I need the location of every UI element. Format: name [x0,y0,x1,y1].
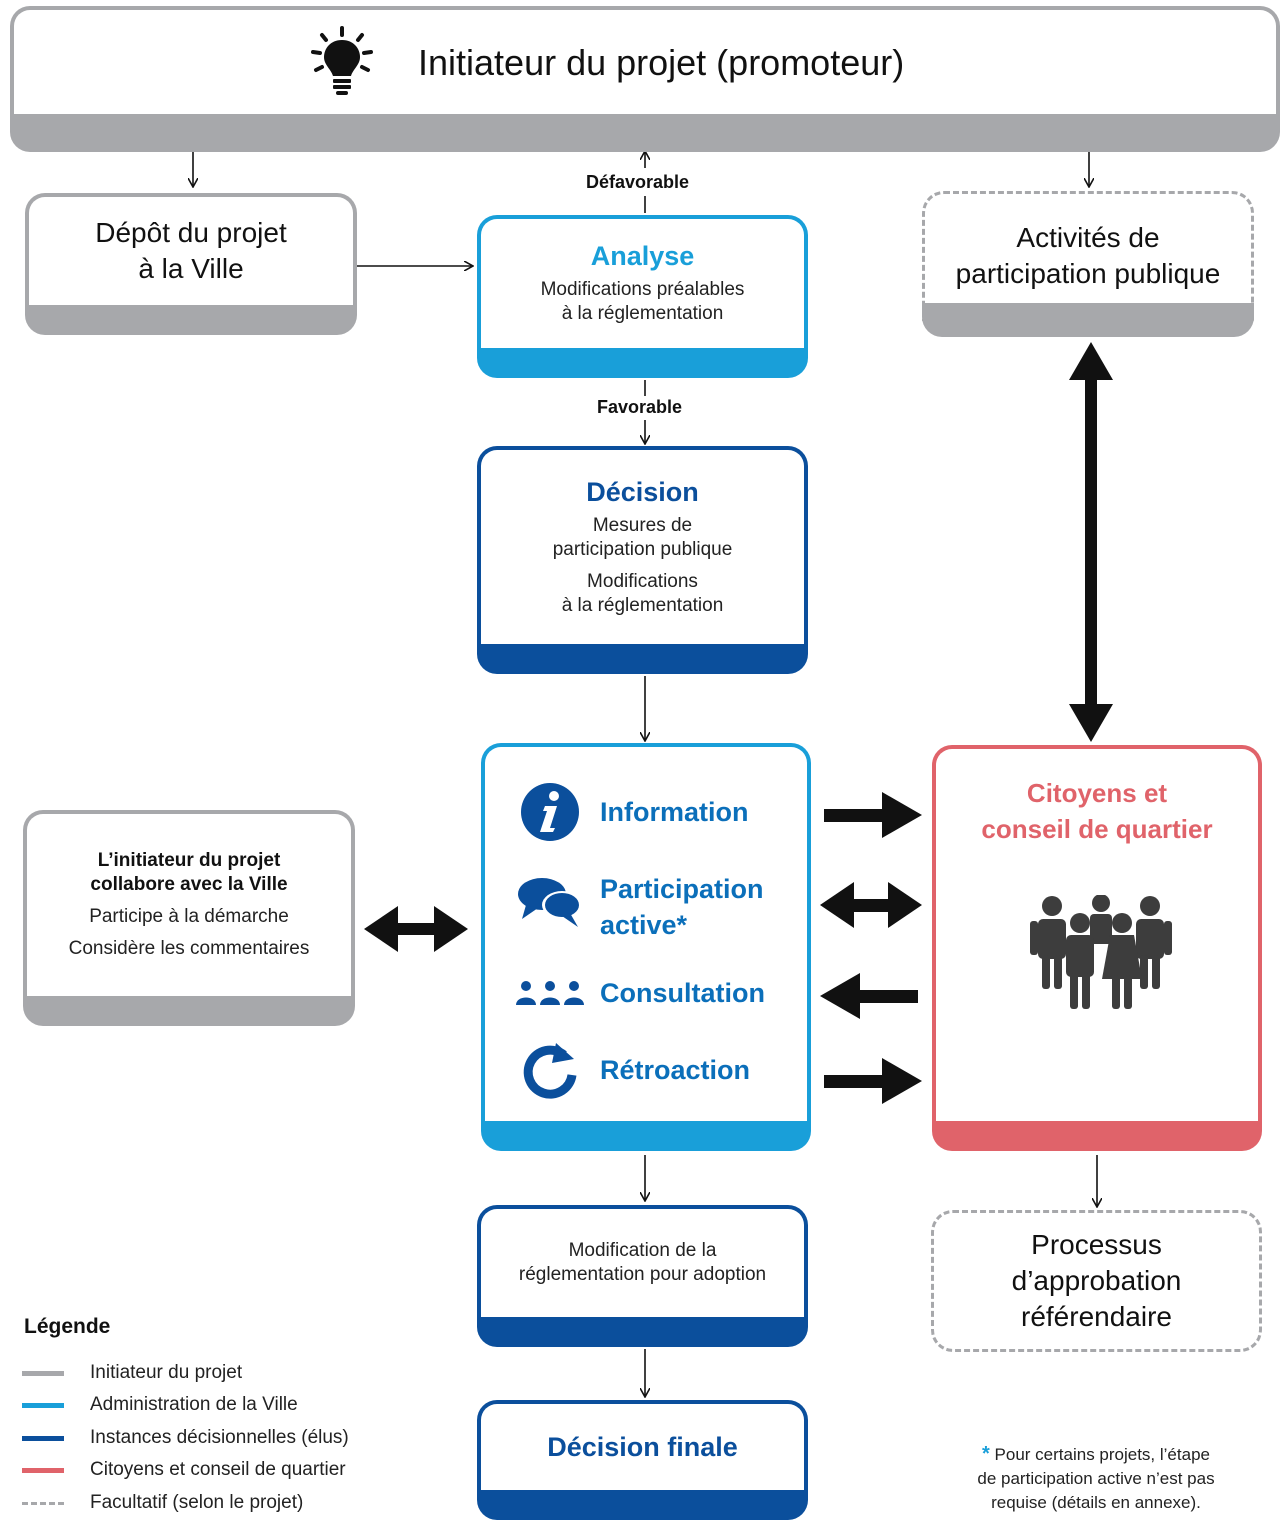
double-arrow-collabore-participation [364,906,468,952]
decision-finale-title: Décision finale [547,1431,738,1462]
arrow-retroaction-to-citoyens [824,1058,922,1104]
legend-item-citoyens: Citoyens et conseil de quartier [22,1459,346,1481]
citizens-group-icon [1028,894,1174,1016]
label-defavorable: Défavorable [586,172,690,192]
lightbulb-icon [310,26,374,98]
footnote-line3: requise (détails en annexe). [991,1493,1201,1512]
footnote-line2: de participation active n’est pas [977,1469,1215,1488]
box-modification: Modification de la réglementation pour a… [477,1205,808,1347]
box-collabore: L’initiateur du projet collabore avec la… [23,810,355,1026]
modification-line1: Modification de la [568,1240,717,1261]
info-icon [515,781,585,843]
refresh-arrow-icon [515,1039,585,1101]
footnote-line1: Pour certains projets, l’étape [994,1445,1210,1464]
item-consultation-label: Consultation [600,978,765,1008]
legend-item-administration: Administration de la Ville [22,1394,298,1416]
item-retroaction-label: Rétroaction [600,1055,751,1085]
collabore-bold2: collabore avec la Ville [90,874,288,895]
item-information: Information [515,781,749,843]
processus-line2: d’approbation [1011,1265,1182,1296]
box-decision-finale: Décision finale [477,1400,808,1520]
decision-line3: Modifications [587,570,698,592]
processus-line3: référendaire [1021,1301,1172,1332]
citoyens-line2: conseil de quartier [981,814,1213,844]
header-initiateur: Initiateur du projet (promoteur) [10,6,1280,152]
legend-swatch [22,1435,64,1441]
analyse-line2: à la réglementation [561,303,724,324]
item-information-label: Information [600,797,749,827]
legend-label: Administration de la Ville [90,1394,298,1415]
legend-swatch [22,1501,64,1505]
legend-label: Initiateur du projet [90,1362,243,1383]
legend-label: Facultatif (selon le projet) [90,1492,304,1513]
modification-line2: réglementation pour adoption [518,1264,767,1285]
decision-line4: à la réglementation [561,594,724,616]
activites-line1: Activités de [1016,222,1160,253]
legend-title: Légende [24,1315,111,1338]
analyse-line1: Modifications préalables [540,279,745,300]
legend-swatch [22,1370,64,1376]
double-arrow-participation-active [820,882,922,928]
arrow-citoyens-to-consultation [820,973,918,1019]
legend-swatch [22,1402,64,1408]
box-decision: Décision Mesures de participation publiq… [477,446,808,674]
item-participation-label: Participation [600,874,764,904]
decision-title: Décision [586,476,699,507]
footnote-star: * [982,1443,990,1465]
item-participation-active: Participation active* [515,871,764,943]
legend-item-initiateur: Initiateur du projet [22,1362,242,1384]
depot-line2: à la Ville [138,253,244,284]
decision-line2: participation publique [552,538,733,560]
footnote: * Pour certains projets, l’étape de part… [946,1442,1246,1515]
collabore-bold1: L’initiateur du projet [97,850,281,871]
decision-line1: Mesures de [592,514,693,536]
box-processus: Processus d’approbation référendaire [931,1210,1262,1352]
legend-label: Citoyens et conseil de quartier [90,1459,346,1480]
collabore-line2: Considère les commentaires [68,938,310,959]
citoyens-line1: Citoyens et [1026,778,1168,808]
processus-line1: Processus [1031,1229,1162,1260]
item-consultation: Consultation [515,975,765,1011]
legend-label: Instances décisionnelles (élus) [90,1427,349,1448]
box-participation: Information Participation active* [481,743,811,1151]
header-title: Initiateur du projet (promoteur) [418,42,905,83]
speech-bubbles-icon [515,875,585,929]
box-citoyens: Citoyens et conseil de quartier [932,745,1262,1151]
legend-item-facultatif: Facultatif (selon le projet) [22,1492,303,1514]
box-analyse: Analyse Modifications préalables à la ré… [477,215,808,378]
item-participation-label2: active* [600,910,688,940]
collabore-line1: Participe à la démarche [89,906,289,927]
box-activites: Activités de participation publique [922,191,1254,337]
item-retroaction: Rétroaction [515,1039,750,1101]
double-arrow-activites-citoyens [1069,342,1113,742]
depot-line1: Dépôt du projet [95,217,287,248]
arrow-information-to-citoyens [824,792,922,838]
group-people-icon [515,979,585,1007]
legend-swatch [22,1467,64,1473]
activites-line2: participation publique [955,258,1221,289]
label-favorable: Favorable [597,397,683,417]
analyse-title: Analyse [590,241,695,271]
legend-item-instances: Instances décisionnelles (élus) [22,1427,349,1449]
box-depot: Dépôt du projet à la Ville [25,193,357,335]
